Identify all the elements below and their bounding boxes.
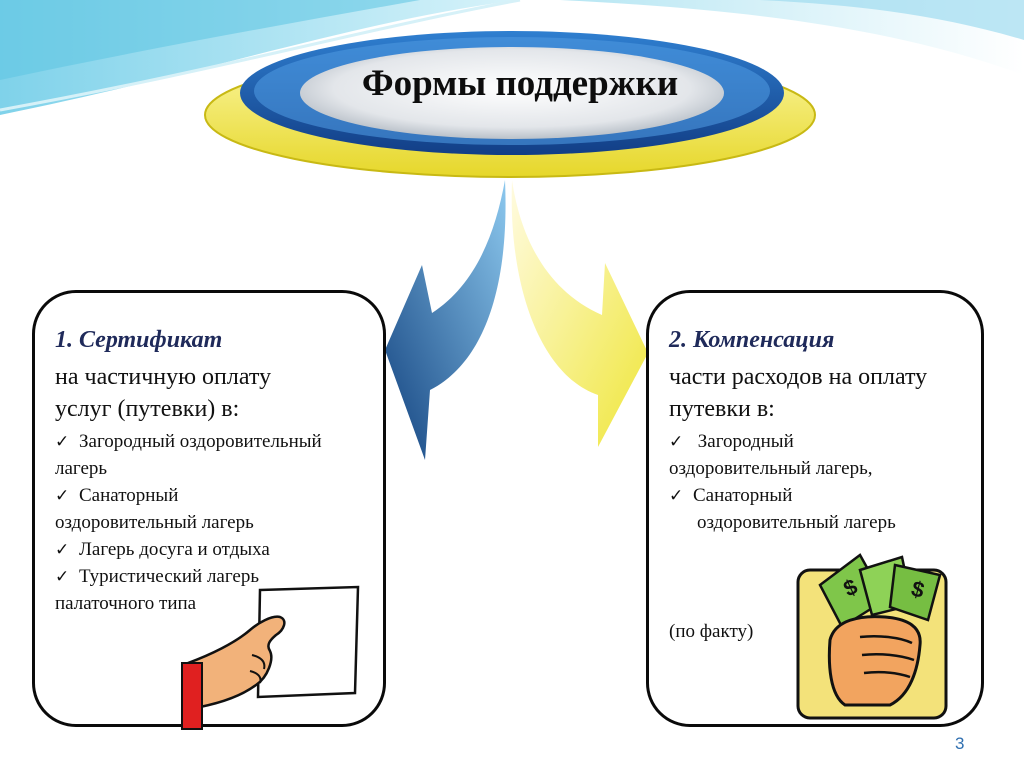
list-item: ✓ Лагерь досуга и отдыха bbox=[55, 536, 385, 563]
certificate-list: ✓ Загородный оздоровительный лагерь ✓ Сана… bbox=[55, 428, 385, 617]
list-item-text: Загородный bbox=[697, 431, 794, 452]
fist-with-money-icon: $ $ bbox=[796, 553, 948, 720]
certificate-intro-line2: услуг (путевки) в: bbox=[55, 396, 240, 422]
list-item: ✓ Санаторный оздоровительный лагерь bbox=[55, 482, 385, 536]
list-item-text: оздоровительный лагерь bbox=[697, 512, 896, 533]
title-banner bbox=[204, 31, 816, 178]
certificate-intro-line1: на частичную оплату bbox=[55, 364, 272, 390]
certificate-heading: 1. Сертификат bbox=[55, 327, 223, 353]
check-icon: ✓ bbox=[55, 432, 70, 451]
list-item: ✓ Загородный оздоровительный лагерь, bbox=[669, 428, 984, 482]
check-icon: ✓ bbox=[669, 486, 684, 505]
check-icon: ✓ bbox=[55, 486, 70, 505]
list-item-text: палаточного типа bbox=[55, 593, 197, 614]
compensation-list: ✓ Загородный оздоровительный лагерь, ✓ Са… bbox=[669, 428, 984, 536]
list-item: ✓ Туристический лагерь палаточного типа bbox=[55, 563, 385, 617]
check-icon: ✓ bbox=[669, 432, 684, 451]
page-number: 3 bbox=[955, 734, 965, 753]
list-item-text: оздоровительный лагерь bbox=[55, 512, 254, 533]
check-icon: ✓ bbox=[55, 567, 70, 586]
compensation-intro-line1: части расходов на оплату bbox=[669, 364, 928, 390]
slide-title: Формы поддержки bbox=[361, 63, 679, 104]
compensation-intro: части расходов на оплату путевки в: bbox=[669, 361, 927, 425]
list-item-text: лагерь bbox=[55, 458, 108, 479]
certificate-intro: на частичную оплату услуг (путевки) в: bbox=[55, 361, 271, 425]
compensation-heading: 2. Компенсация bbox=[669, 327, 835, 353]
list-item-text: оздоровительный лагерь, bbox=[669, 458, 873, 479]
list-item: ✓ Санаторный оздоровительный лагерь bbox=[669, 482, 984, 536]
list-item-text: Загородный оздоровительный bbox=[79, 431, 322, 452]
list-item-text: Санаторный bbox=[693, 485, 793, 506]
arrow-right-icon bbox=[511, 180, 648, 447]
compensation-intro-line2: путевки в: bbox=[669, 396, 775, 422]
hand-holding-paper-icon bbox=[181, 585, 360, 730]
arrow-left-icon bbox=[385, 180, 506, 460]
list-item: ✓ Загородный оздоровительный лагерь bbox=[55, 428, 385, 482]
branch-arrows bbox=[385, 180, 648, 460]
list-item-text: Туристический лагерь bbox=[79, 566, 259, 587]
list-item-text: Санаторный bbox=[79, 485, 179, 506]
compensation-note: (по факту) bbox=[669, 621, 754, 642]
check-icon: ✓ bbox=[55, 540, 70, 559]
list-item-text: Лагерь досуга и отдыха bbox=[79, 539, 270, 560]
